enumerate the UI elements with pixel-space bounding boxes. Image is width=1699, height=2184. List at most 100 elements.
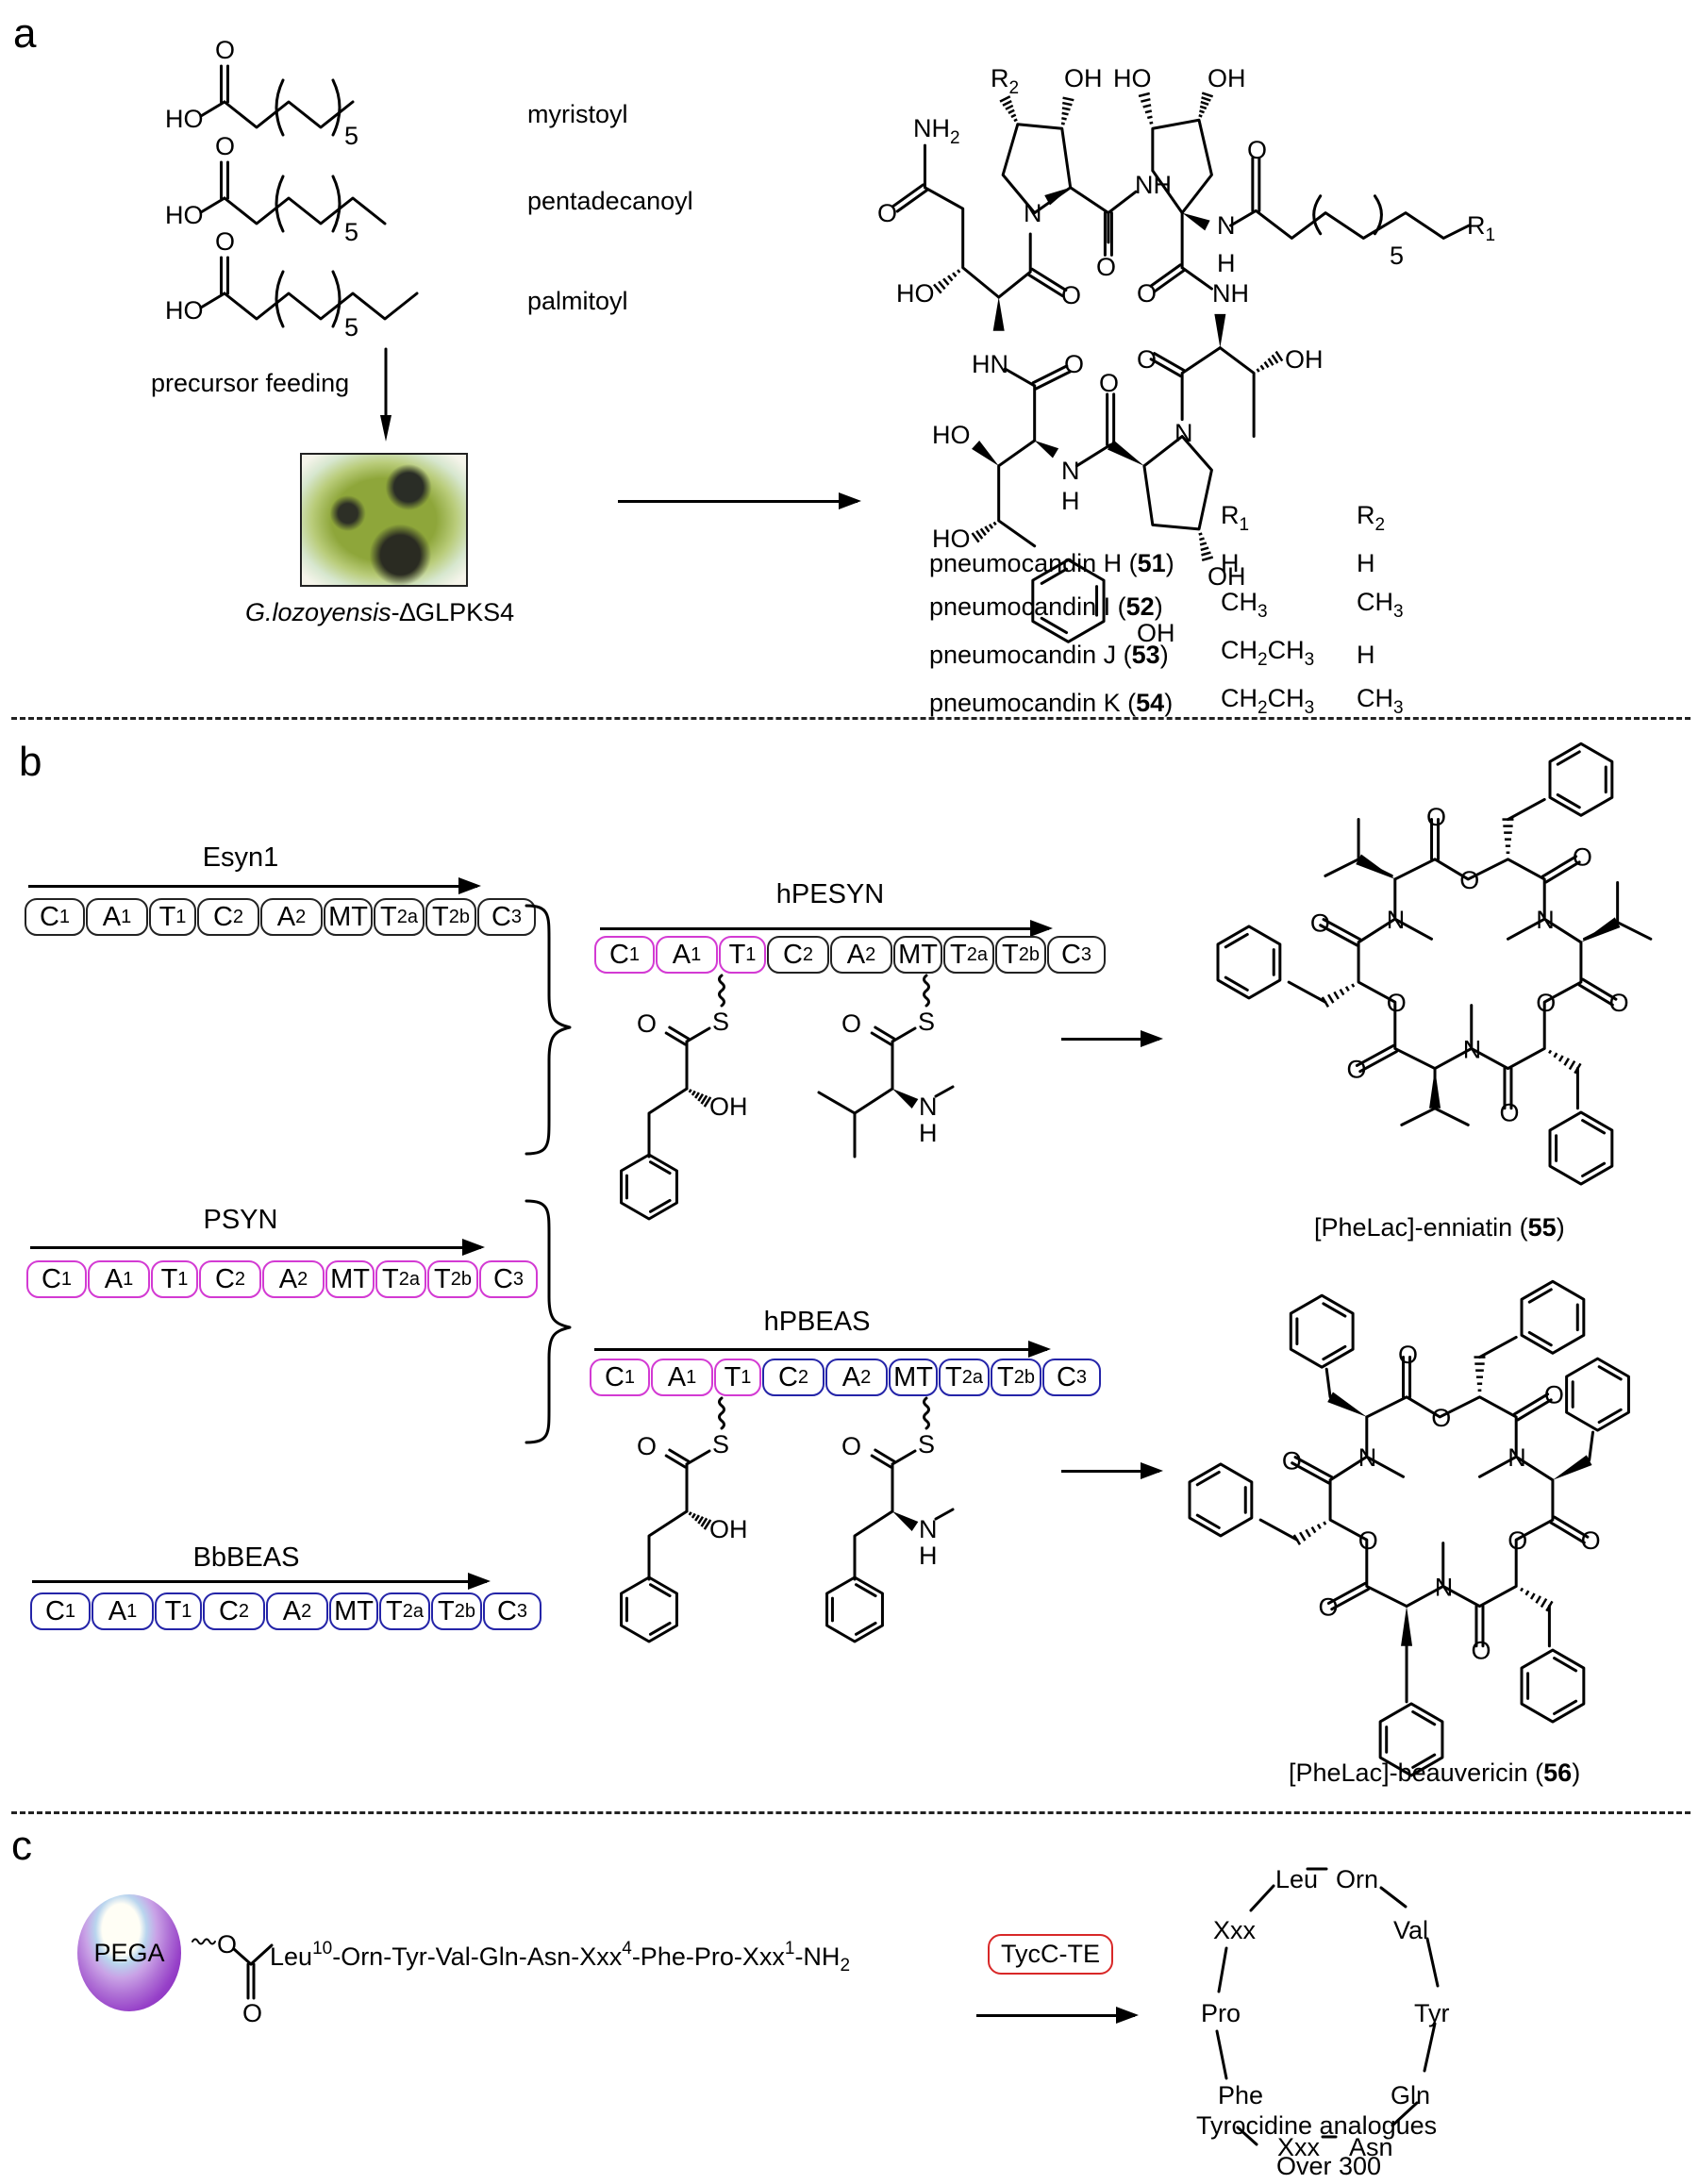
strain-label: G.lozoyensis-∆GLPKS4 <box>245 600 514 625</box>
ester-co <box>1355 1043 1395 1067</box>
carbonyl-o-label: O <box>215 132 235 160</box>
strain-italic: G.lozoyensis <box>245 598 391 626</box>
hash-bond <box>947 275 954 282</box>
aromatic-bond <box>648 1583 672 1598</box>
r2-value: CH3 <box>1357 684 1404 718</box>
phelac-ring <box>1520 1648 1586 1724</box>
hash-bond <box>1010 113 1017 119</box>
ester-o-label: O <box>1358 1526 1378 1555</box>
wavy-bond <box>923 1396 930 1430</box>
oh-label: OH <box>1064 64 1103 92</box>
hash-bond <box>975 529 984 540</box>
wedge-bond <box>1552 1455 1592 1480</box>
aromatic-bond <box>1040 616 1069 635</box>
isopropyl <box>1400 1107 1437 1126</box>
hash-bond <box>691 1512 696 1519</box>
hash-bond <box>992 521 997 526</box>
svg-text:O: O <box>217 1930 237 1959</box>
aromatic-bond <box>1581 1161 1607 1177</box>
o-label: O <box>1471 1636 1491 1664</box>
r2-value: CH3 <box>1357 588 1404 622</box>
enniatin-label: [PheLac]-enniatin (55) <box>1314 1213 1565 1242</box>
peptide-bond <box>1249 1884 1275 1912</box>
o-label: O <box>1573 842 1592 871</box>
hash-bond <box>1002 99 1012 107</box>
repeat-paren-close <box>331 175 341 233</box>
bond <box>817 1091 857 1115</box>
hash-bond <box>984 525 991 533</box>
aromatic-bond <box>1224 975 1249 992</box>
h-label: H <box>919 1542 938 1570</box>
o-label: O <box>1061 281 1081 309</box>
residue-xxx: Xxx <box>1277 2133 1321 2161</box>
wedge-bond <box>1327 1392 1367 1417</box>
hash-bond <box>933 283 942 294</box>
oxygen-label: O <box>637 1009 657 1038</box>
wedge-bond <box>1107 440 1144 466</box>
bond <box>1477 1335 1518 1359</box>
hash-bond <box>1271 354 1279 364</box>
bond <box>997 439 1037 548</box>
hash-bond <box>1201 556 1214 562</box>
domain-mt: MT <box>889 1359 938 1396</box>
ester-o-label: O <box>1387 989 1407 1017</box>
hash-bond <box>1535 1595 1541 1604</box>
precursor-name-pentadecanoyl: pentadecanoyl <box>527 187 693 215</box>
amide-co <box>1291 1461 1330 1485</box>
peptide-bond <box>1423 2022 1437 2073</box>
compound-name: pneumocandin I (52) <box>929 592 1163 621</box>
peptide-bond <box>1425 1937 1440 1988</box>
enzyme-badge-tycc-te: TycC-TE <box>988 1934 1113 1975</box>
hash-bond <box>942 277 950 286</box>
n-methyl <box>1365 1455 1406 1478</box>
thioester-co <box>870 1454 892 1469</box>
phelac-ring <box>1548 742 1614 817</box>
phelac-ring <box>1548 1110 1614 1186</box>
peptide-bond <box>1217 1946 1228 1993</box>
residue-val: Val <box>1393 1916 1428 1944</box>
residue-gln: Gln <box>1391 2081 1430 2109</box>
hash-bond <box>1061 117 1067 121</box>
hash-bond <box>1548 1049 1553 1055</box>
compound-name: pneumocandin J (53) <box>929 641 1169 669</box>
hash-bond <box>1138 92 1151 98</box>
table-header-r2: R2 <box>1357 501 1386 535</box>
ester-co <box>1358 1050 1398 1074</box>
wedge-bond <box>892 1511 919 1531</box>
gene-arrow-hpesyn <box>600 920 1053 937</box>
bond <box>1324 1367 1332 1399</box>
combination-braces <box>525 904 572 1444</box>
thioester-co <box>668 1025 691 1041</box>
bond <box>1180 266 1213 291</box>
oh-label: OH <box>1285 345 1324 374</box>
proline-ring-3 <box>1142 435 1213 531</box>
hash-bond <box>1267 358 1274 366</box>
thioester-co <box>870 1031 892 1046</box>
amide-co <box>1544 860 1581 884</box>
wavy-bond <box>718 1396 725 1430</box>
wedge-bond <box>1182 212 1210 231</box>
benzyl-ring <box>1565 1357 1630 1432</box>
ester-o-label: O <box>1431 1404 1451 1432</box>
hash-bond <box>694 1514 700 1522</box>
hash-bond <box>697 1093 705 1102</box>
wedge-bond <box>992 297 1005 331</box>
aromatic-bond <box>1556 792 1581 809</box>
bond <box>647 1509 689 1581</box>
hash-bond <box>1144 109 1153 114</box>
